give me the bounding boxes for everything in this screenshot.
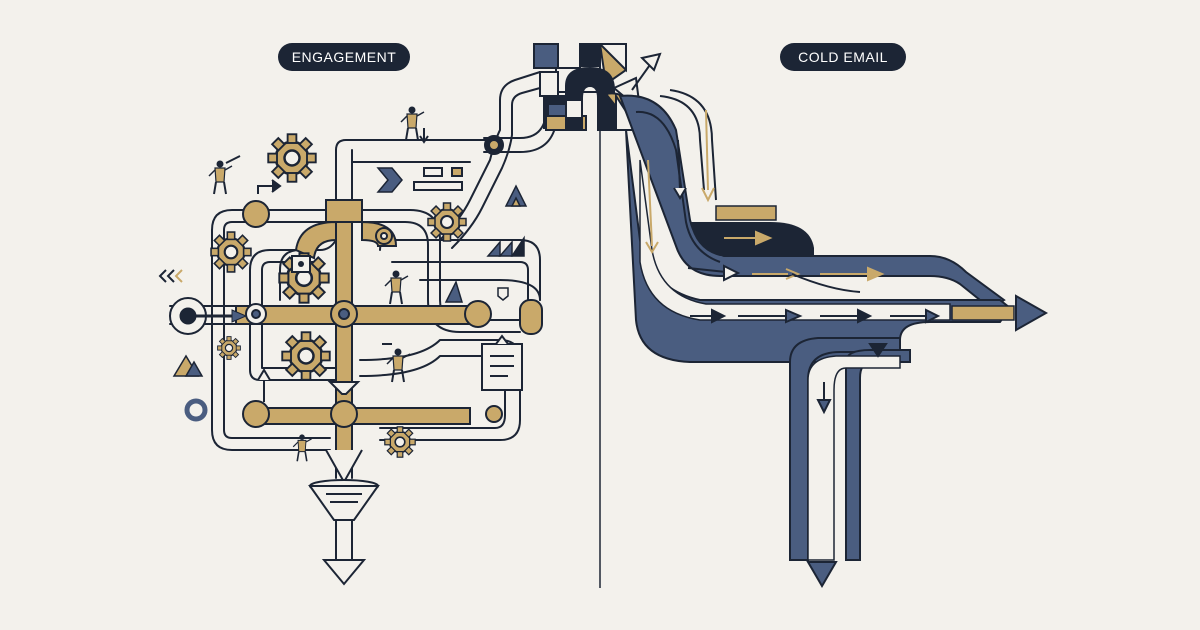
gear-icon — [281, 331, 331, 381]
engagement-label: ENGAGEMENT — [278, 43, 410, 71]
person-icon — [208, 159, 233, 195]
document-icon — [481, 334, 523, 391]
arrow-icon — [631, 52, 662, 91]
ring-icon — [184, 398, 208, 422]
person-icon — [400, 105, 425, 141]
dash-blocks — [413, 167, 463, 191]
funnel-icon — [327, 381, 361, 395]
person-icon — [386, 347, 411, 383]
chevron-icon — [158, 269, 183, 283]
geometric-hub — [533, 43, 642, 131]
cold-email-label: COLD EMAIL — [780, 43, 906, 71]
funnel-icon — [308, 449, 380, 586]
arrow-icon — [257, 128, 429, 402]
chevron-icon — [376, 167, 403, 193]
gear-icon — [217, 336, 241, 360]
entry-ring-icon — [169, 297, 248, 335]
gear-icon — [210, 231, 252, 274]
gear-icon — [383, 425, 417, 459]
person-icon — [384, 269, 409, 305]
triangle-icon — [172, 184, 528, 377]
arrow-icon — [645, 109, 941, 415]
gear-icon — [427, 202, 467, 242]
gear-icon — [267, 133, 317, 183]
cold-email-flow — [618, 89, 1049, 588]
pipe-junctions — [242, 135, 543, 428]
